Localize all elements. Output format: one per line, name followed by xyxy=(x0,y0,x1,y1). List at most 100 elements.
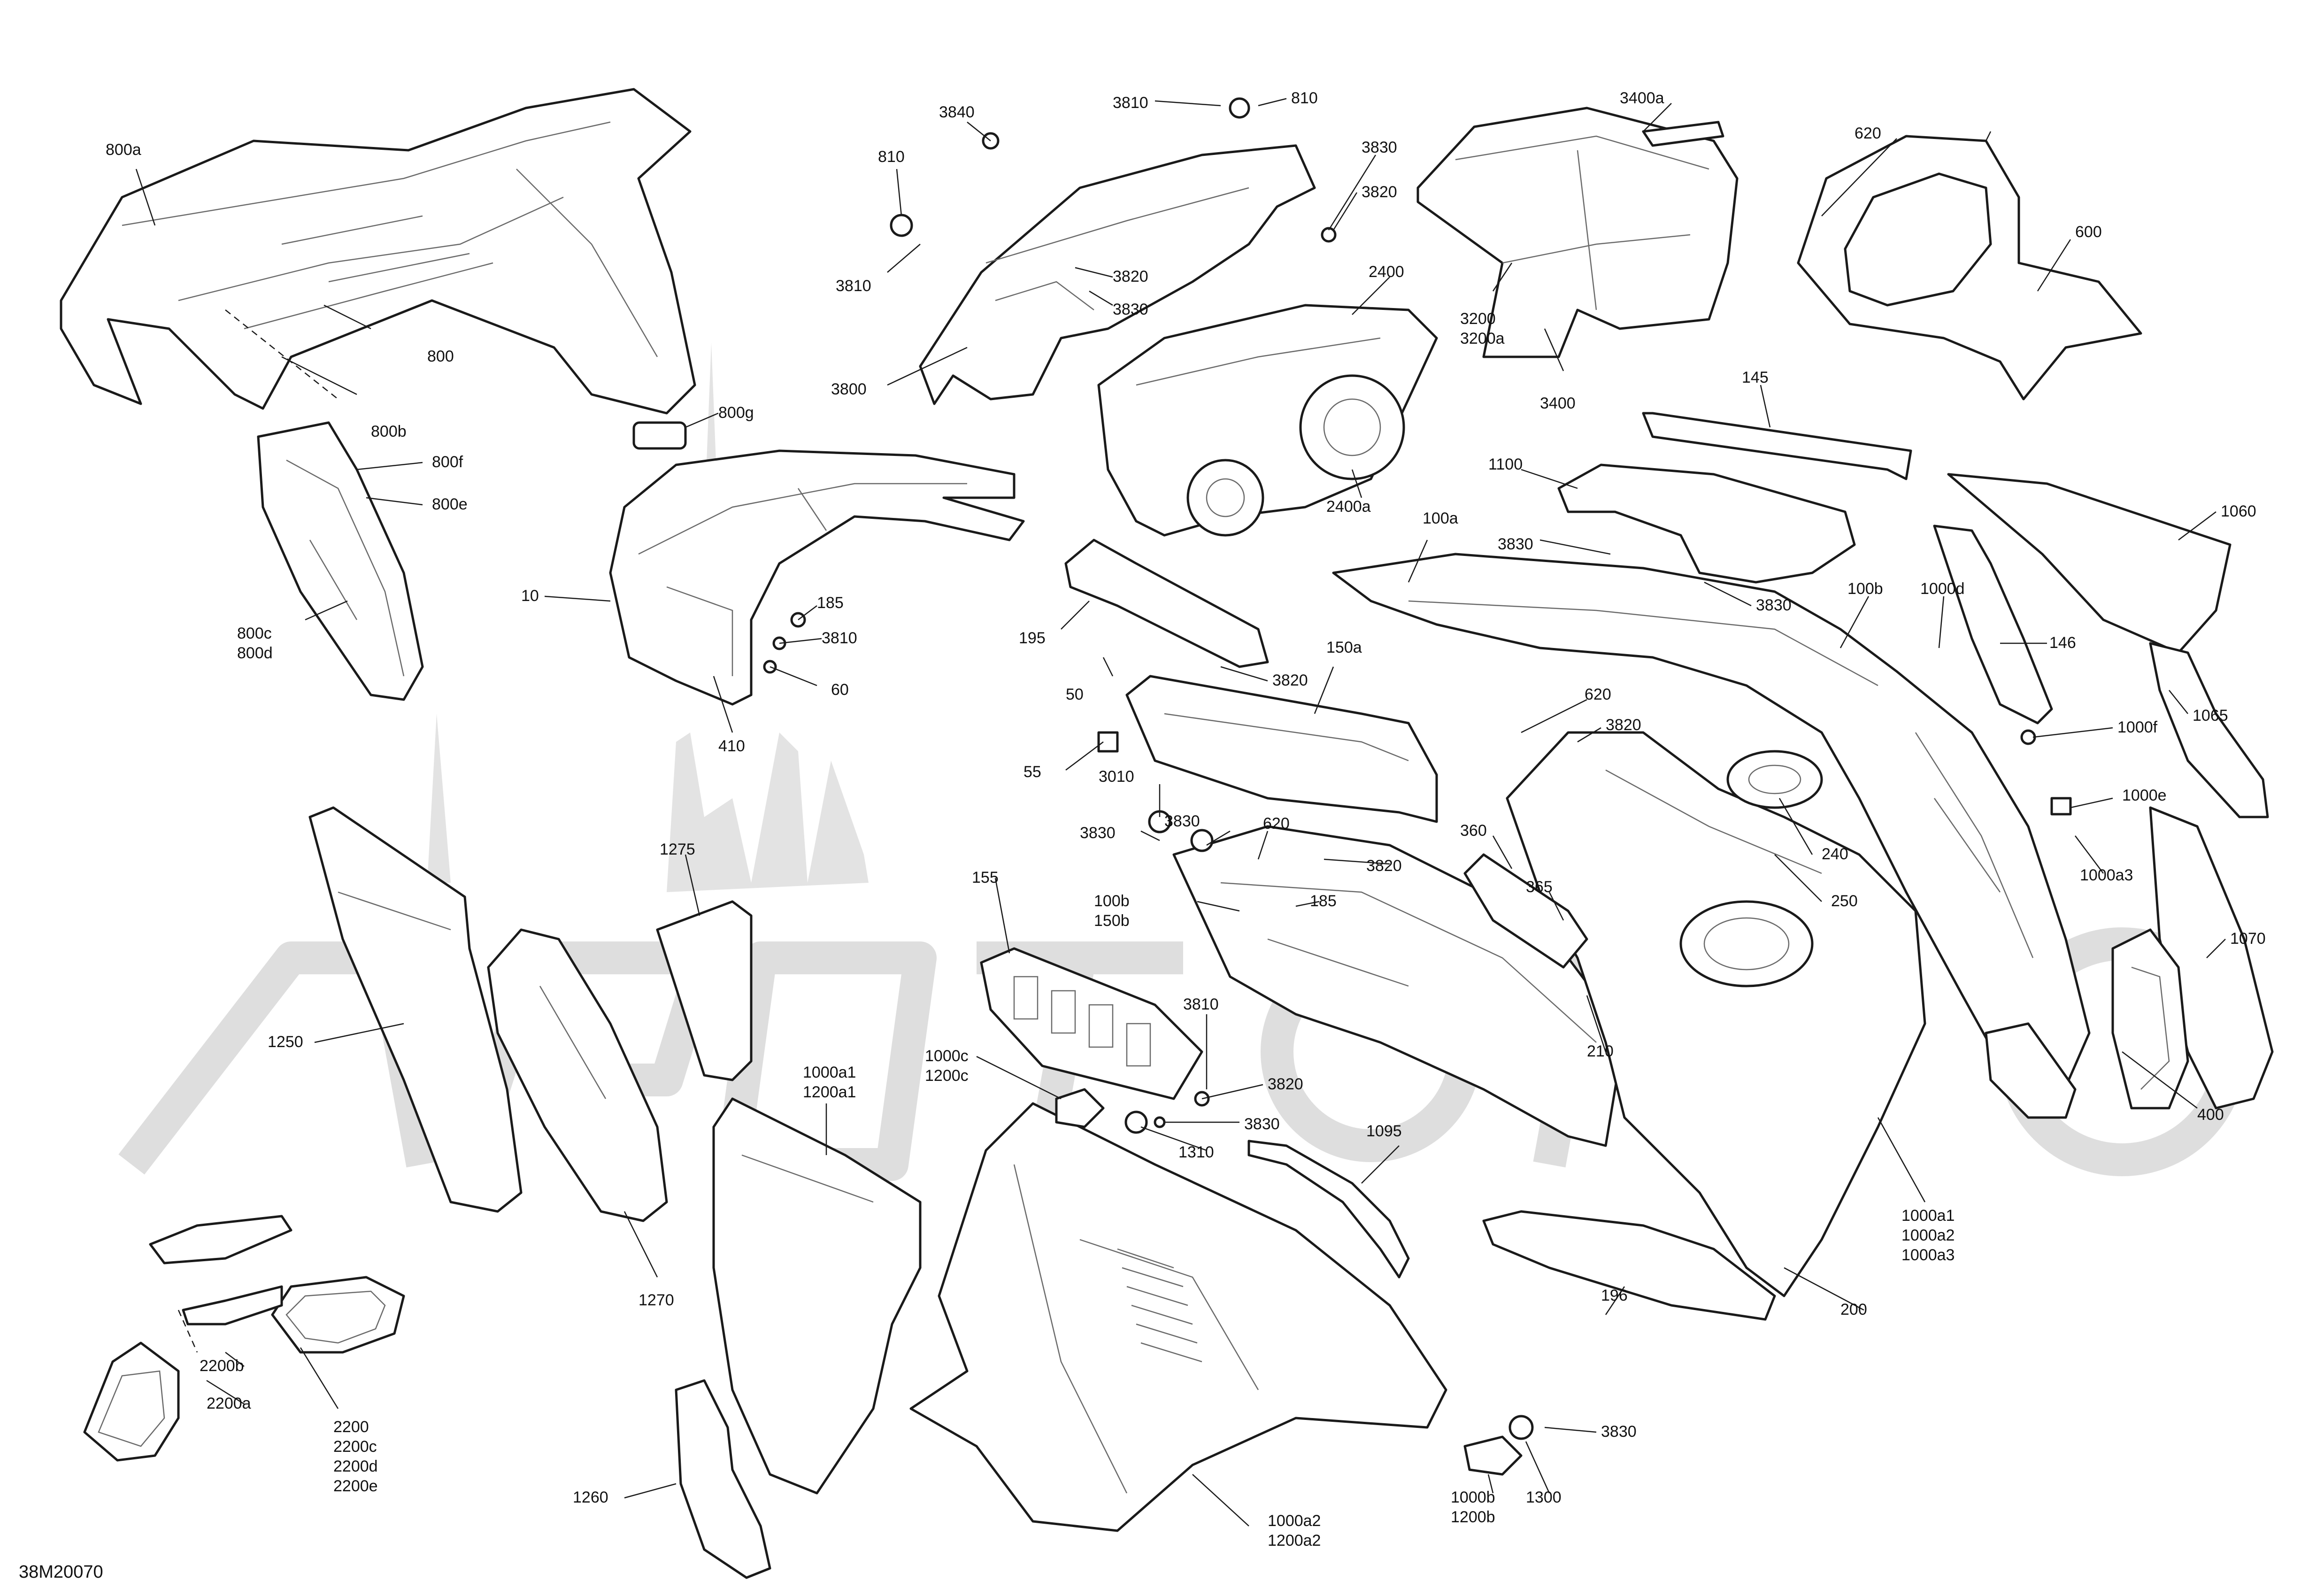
callout-line: 2400a xyxy=(1326,498,1371,516)
callout-line: 3200 xyxy=(1460,310,1496,328)
callout-3830b: 3830 xyxy=(1113,301,1148,318)
callout-line: 800g xyxy=(718,404,754,422)
callout-line: 810 xyxy=(878,148,905,166)
callout-line: 3830 xyxy=(1756,596,1792,614)
callout-50: 50 xyxy=(1066,686,1084,703)
callout-1000f: 1000f xyxy=(2117,718,2158,736)
callout-line: 196 xyxy=(1601,1287,1628,1304)
part-195-trim xyxy=(1064,539,1269,668)
callout-line: 1060 xyxy=(2221,502,2256,520)
callout-line: 155 xyxy=(972,869,999,887)
part-1000c-clip xyxy=(1055,1088,1105,1128)
callout-line: 50 xyxy=(1066,686,1084,703)
callout-line: 1310 xyxy=(1178,1143,1214,1161)
callout-line: 100b xyxy=(1847,580,1883,598)
callout-line: 3820 xyxy=(1268,1075,1303,1093)
callout-line: 1000a1 xyxy=(803,1064,856,1081)
callout-line: 800e xyxy=(432,495,468,513)
callout-360: 360 xyxy=(1460,822,1487,840)
callout-line: 3820 xyxy=(1366,857,1402,875)
callout-1000a1: 1000a1 1200a1 xyxy=(803,1064,856,1101)
callout-145: 145 xyxy=(1742,369,1769,386)
callout-line: 3830 xyxy=(1080,824,1116,842)
part-1275-pad xyxy=(656,900,753,1081)
callout-line: 1270 xyxy=(639,1291,674,1309)
callout-60: 60 xyxy=(831,681,849,699)
callout-1000d: 1000d xyxy=(1920,580,1965,598)
callout-line: 1065 xyxy=(2193,707,2228,725)
callout-line: 2200c xyxy=(333,1438,377,1456)
part-400-trim xyxy=(2111,928,2189,1110)
callout-2400: 2400 xyxy=(1369,263,1404,281)
part-1300-grommet xyxy=(1508,1415,1534,1440)
callout-3820e: 3820 xyxy=(1366,857,1402,875)
callout-3820b: 3820 xyxy=(1113,268,1148,285)
callout-3400: 3400 xyxy=(1540,394,1576,412)
callout-3830d: 3830 xyxy=(1756,596,1792,614)
callout-3830c: 3830 xyxy=(1498,535,1533,553)
callout-line: 60 xyxy=(831,681,849,699)
part-1100-bracket xyxy=(1557,463,1856,584)
callout-1300: 1300 xyxy=(1526,1488,1562,1506)
callout-line: 3820 xyxy=(1272,671,1308,689)
callout-line: 2200a xyxy=(207,1395,251,1412)
callout-3820a: 3820 xyxy=(1362,183,1397,201)
callout-800a: 800a xyxy=(106,141,141,159)
callout-line: 185 xyxy=(817,594,844,612)
part-240-fuel-ring xyxy=(1726,750,1823,809)
part-145-strip xyxy=(1642,412,1912,480)
callout-3800: 3800 xyxy=(831,380,867,398)
callout-line: 800b xyxy=(371,423,407,440)
callout-1000e: 1000e xyxy=(2122,786,2167,804)
callout-2400a: 2400a xyxy=(1326,498,1371,516)
callout-line: 1070 xyxy=(2230,930,2266,948)
callout-line: 1000f xyxy=(2117,718,2158,736)
callout-line: 1200a1 xyxy=(803,1083,856,1101)
callout-line: 1000a1 xyxy=(1901,1207,1955,1225)
callout-line: 3810 xyxy=(822,629,857,647)
callout-810a: 810 xyxy=(1291,89,1318,107)
callout-line: 100b xyxy=(1094,892,1130,910)
callout-400: 400 xyxy=(2197,1106,2224,1124)
callout-line: 3820 xyxy=(1362,183,1397,201)
callout-line: 620 xyxy=(1585,686,1611,703)
callout-line: 2200b xyxy=(200,1357,244,1375)
callout-810b: 810 xyxy=(878,148,905,166)
callout-200: 200 xyxy=(1840,1301,1867,1318)
callout-100b: 100b xyxy=(1847,580,1883,598)
callout-3830g: 3830 xyxy=(1244,1115,1280,1133)
part-2200-mirror xyxy=(83,1215,405,1462)
callout-line: 3830 xyxy=(1601,1423,1637,1441)
callout-3400a: 3400a xyxy=(1620,89,1664,107)
part-600-gauge-bezel xyxy=(1797,135,2142,401)
part-146-trim xyxy=(1933,524,2053,725)
callout-196: 196 xyxy=(1601,1287,1628,1304)
callout-line: 3810 xyxy=(1183,995,1219,1013)
part-1260-pad xyxy=(675,1379,771,1579)
callout-line: 1200b xyxy=(1451,1508,1495,1526)
callout-line: 1260 xyxy=(573,1488,608,1506)
callout-line: 210 xyxy=(1587,1042,1614,1060)
callout-line: 1300 xyxy=(1526,1488,1562,1506)
callout-800: 800 xyxy=(427,347,454,365)
callout-100a: 100a xyxy=(1423,509,1458,527)
part-100b-lower-side xyxy=(1172,825,1626,1147)
callout-line: 3200a xyxy=(1460,330,1505,347)
callout-line: 3010 xyxy=(1099,768,1134,786)
part-800g-pad xyxy=(632,421,687,450)
callout-55: 55 xyxy=(1023,763,1041,781)
callout-150a: 150a xyxy=(1326,639,1362,656)
callout-line: 145 xyxy=(1742,369,1769,386)
callout-line: 3820 xyxy=(1606,716,1641,734)
part-1000b-clip xyxy=(1463,1435,1523,1476)
callout-250: 250 xyxy=(1831,892,1858,910)
part-1095-strip xyxy=(1247,1140,1410,1279)
callout-line: 3830 xyxy=(1244,1115,1280,1133)
part-1310-grommet xyxy=(1124,1110,1148,1134)
part-150a-side-cover xyxy=(1125,675,1438,823)
callout-line: 150b xyxy=(1094,912,1130,930)
callout-line: 1200a2 xyxy=(1268,1532,1321,1550)
